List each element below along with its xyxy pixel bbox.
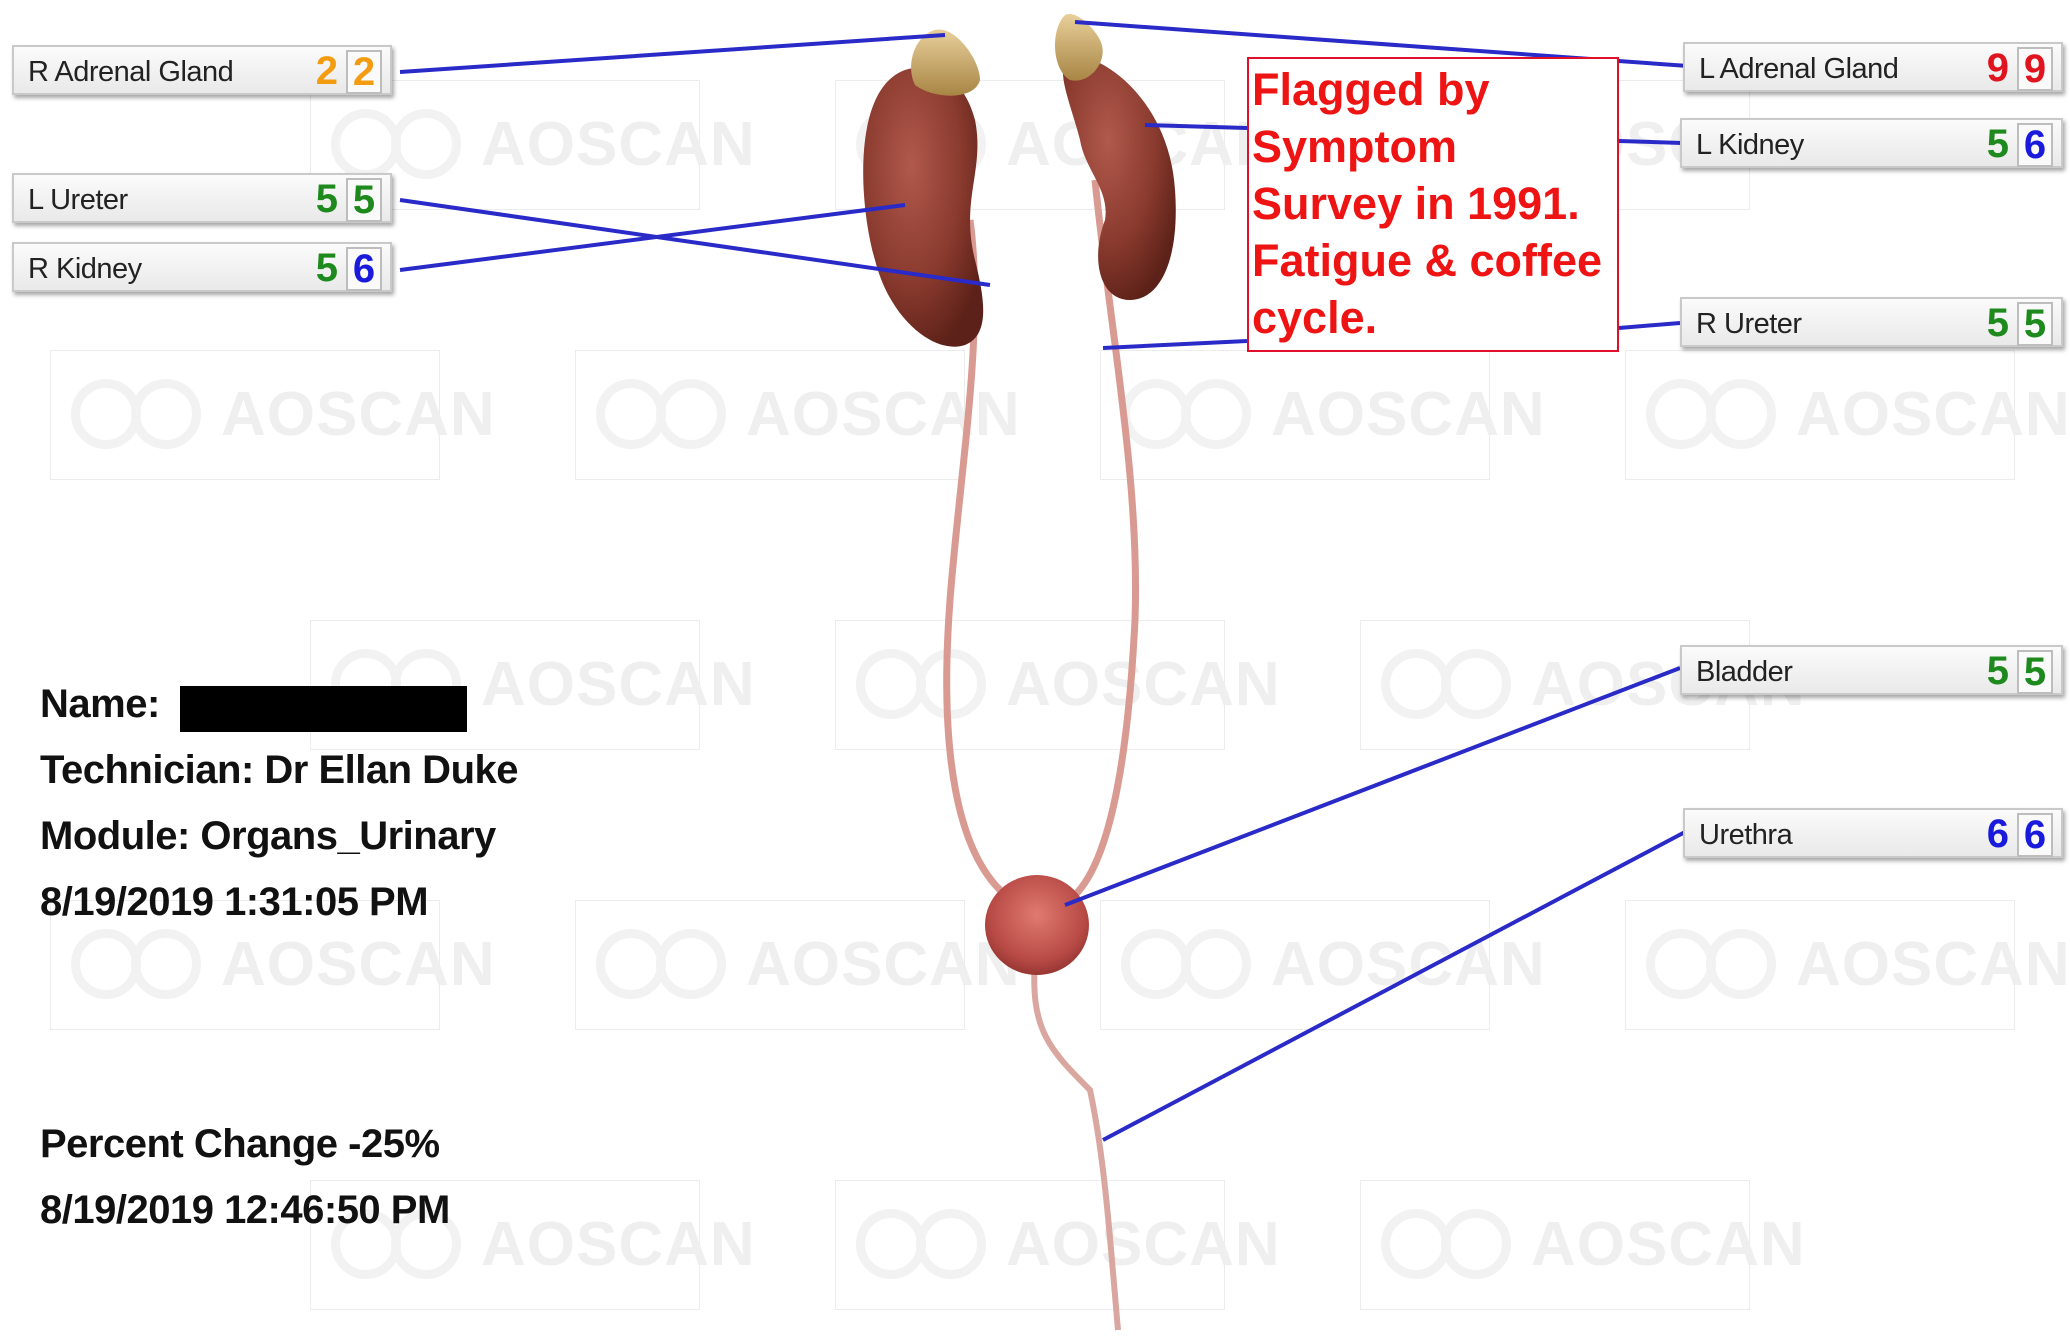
baseline-datetime: 8/19/2019 12:46:50 PM xyxy=(40,1188,450,1233)
previous-score: 2 xyxy=(346,50,382,94)
organ-name: L Kidney xyxy=(1696,129,1804,162)
current-score: 5 xyxy=(1987,301,2009,345)
left-kidney-organ xyxy=(1063,55,1176,300)
flag-note-text: Flagged by Symptom Survey in 1991. Fatig… xyxy=(1252,61,1614,346)
current-score: 2 xyxy=(316,49,338,93)
leader-line-l-kidney-a xyxy=(1145,125,1247,128)
leader-line-l-kidney-b xyxy=(1619,141,1682,143)
current-score: 9 xyxy=(1987,46,2009,90)
organ-name: R Ureter xyxy=(1696,308,1802,341)
flag-note-box: Flagged by Symptom Survey in 1991. Fatig… xyxy=(1247,57,1619,352)
organ-name: L Ureter xyxy=(28,184,128,217)
organ-label-l-kidney[interactable]: L Kidney 5 6 xyxy=(1680,118,2063,168)
previous-score: 6 xyxy=(2017,813,2053,857)
previous-score: 5 xyxy=(346,178,382,222)
current-score: 5 xyxy=(316,246,338,290)
name-label: Name: xyxy=(40,682,160,727)
organ-name: Urethra xyxy=(1699,819,1792,852)
organ-label-urethra[interactable]: Urethra 6 6 xyxy=(1683,808,2063,858)
previous-score: 6 xyxy=(346,247,382,291)
organ-label-r-ureter[interactable]: R Ureter 5 5 xyxy=(1680,297,2063,347)
current-score: 5 xyxy=(316,177,338,221)
right-adrenal-organ xyxy=(911,30,980,96)
percent-change: Percent Change -25% xyxy=(40,1122,440,1167)
redacted-name-bar xyxy=(180,686,467,732)
organ-label-r-kidney[interactable]: R Kidney 5 6 xyxy=(12,242,392,292)
organ-name: R Kidney xyxy=(28,253,142,286)
organ-name: L Adrenal Gland xyxy=(1699,53,1898,86)
organ-label-l-adrenal-gland[interactable]: L Adrenal Gland 9 9 xyxy=(1683,42,2063,92)
leader-line-r-adrenal xyxy=(400,35,945,72)
bladder-organ xyxy=(985,875,1089,975)
current-score: 6 xyxy=(1987,812,2009,856)
module-line: Module: Organs_Urinary xyxy=(40,814,496,859)
previous-score: 9 xyxy=(2017,47,2053,91)
organ-label-bladder[interactable]: Bladder 5 5 xyxy=(1680,645,2063,695)
organ-label-l-ureter[interactable]: L Ureter 5 5 xyxy=(12,173,392,223)
leader-line-urethra xyxy=(1103,832,1685,1140)
technician-line: Technician: Dr Ellan Duke xyxy=(40,748,518,793)
previous-score: 5 xyxy=(2017,650,2053,694)
scan-datetime: 8/19/2019 1:31:05 PM xyxy=(40,880,428,925)
organ-name: R Adrenal Gland xyxy=(28,56,233,89)
previous-score: 5 xyxy=(2017,302,2053,346)
leader-line-bladder xyxy=(1065,668,1680,905)
current-score: 5 xyxy=(1987,122,2009,166)
organ-label-r-adrenal-gland[interactable]: R Adrenal Gland 2 2 xyxy=(12,45,392,95)
leader-line-r-ureter-b xyxy=(1619,323,1680,328)
previous-score: 6 xyxy=(2017,123,2053,167)
leader-line-r-ureter-a xyxy=(1103,341,1247,348)
current-score: 5 xyxy=(1987,649,2009,693)
organ-name: Bladder xyxy=(1696,656,1792,689)
urethra-tube xyxy=(1034,960,1118,1330)
